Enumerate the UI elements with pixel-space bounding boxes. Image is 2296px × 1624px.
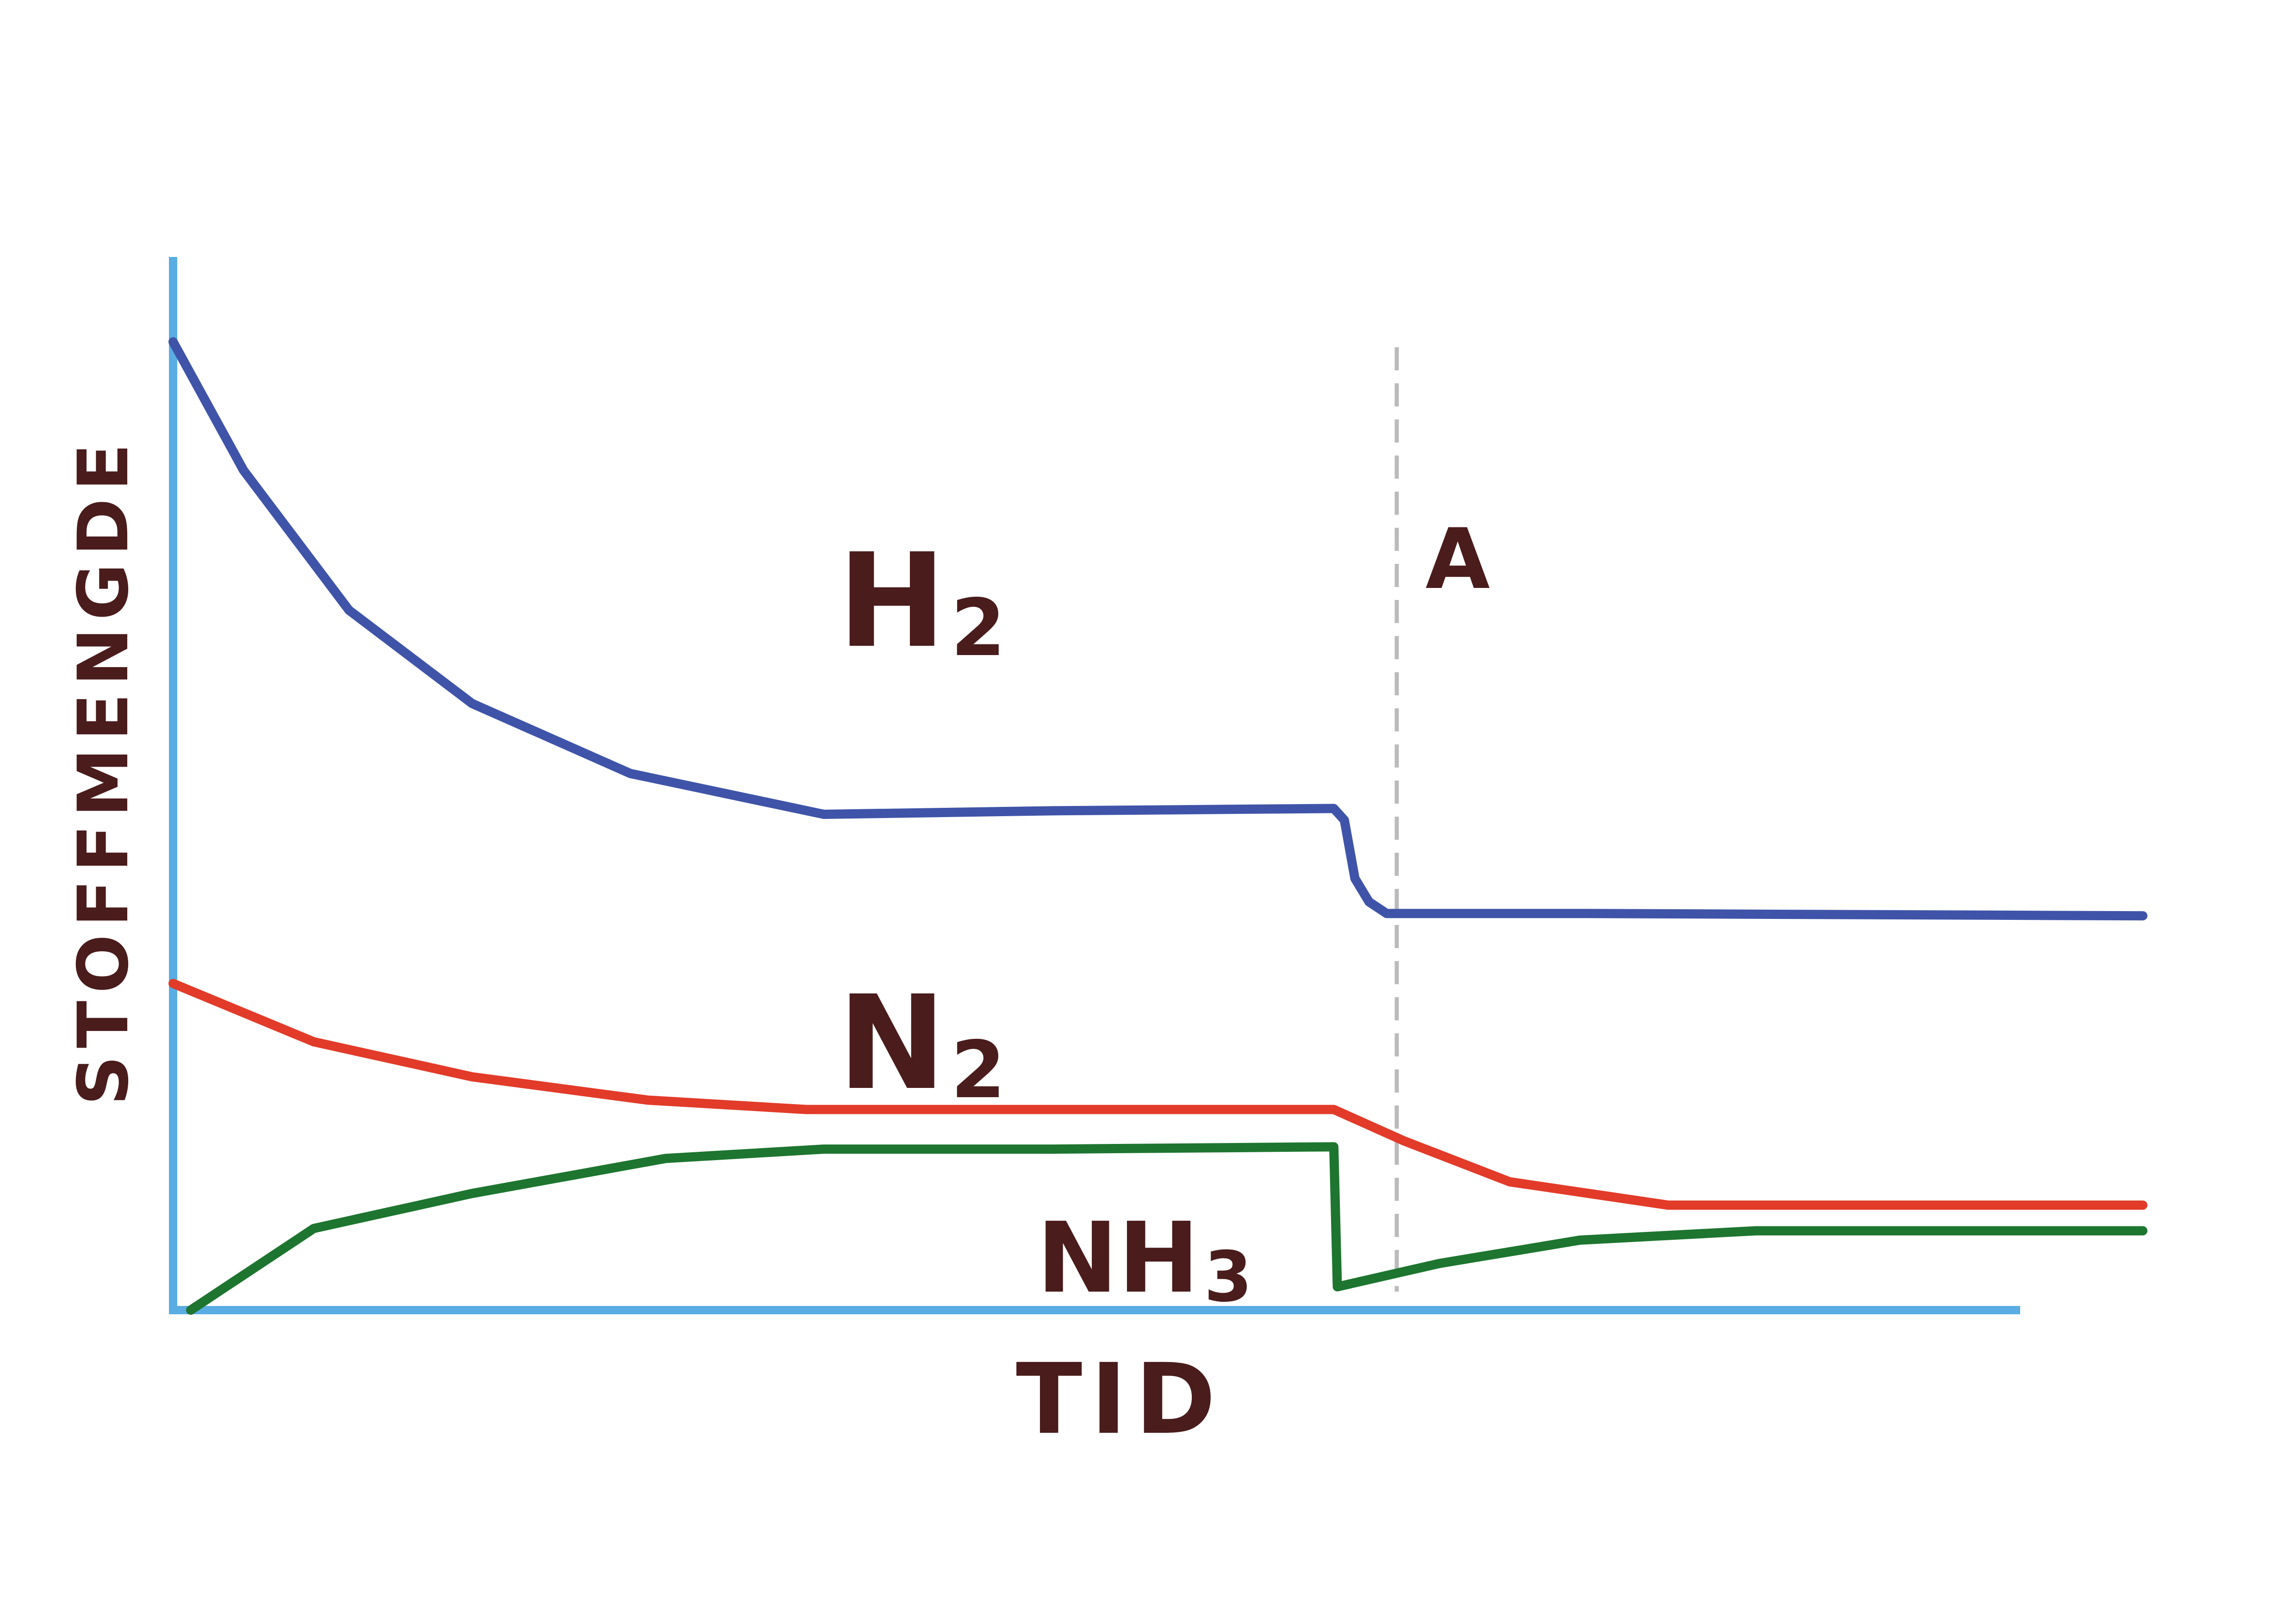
series-label-main: NH [1037,1201,1200,1315]
series-label-main: N [838,968,946,1119]
series-label-subscript: 3 [1204,1237,1252,1318]
x-axis-title: TID [1016,1343,1224,1456]
series-label-main: H [838,526,946,677]
series-line-n2 [168,979,2147,1210]
series-line-nh3 [186,1142,2147,1315]
series-label-subscript: 2 [951,582,1005,674]
series-line-h2 [168,337,2147,921]
series-layer [168,337,2147,1315]
series-label-nh3: NH3 [1037,1201,1252,1318]
series-label-h2: H2 [838,526,1006,677]
series-label-n2: N2 [838,968,1006,1119]
annotation-marker-label: A [1425,511,1490,608]
y-axis-title: STOFFMENGDE [63,436,144,1106]
series-label-subscript: 2 [951,1024,1005,1116]
